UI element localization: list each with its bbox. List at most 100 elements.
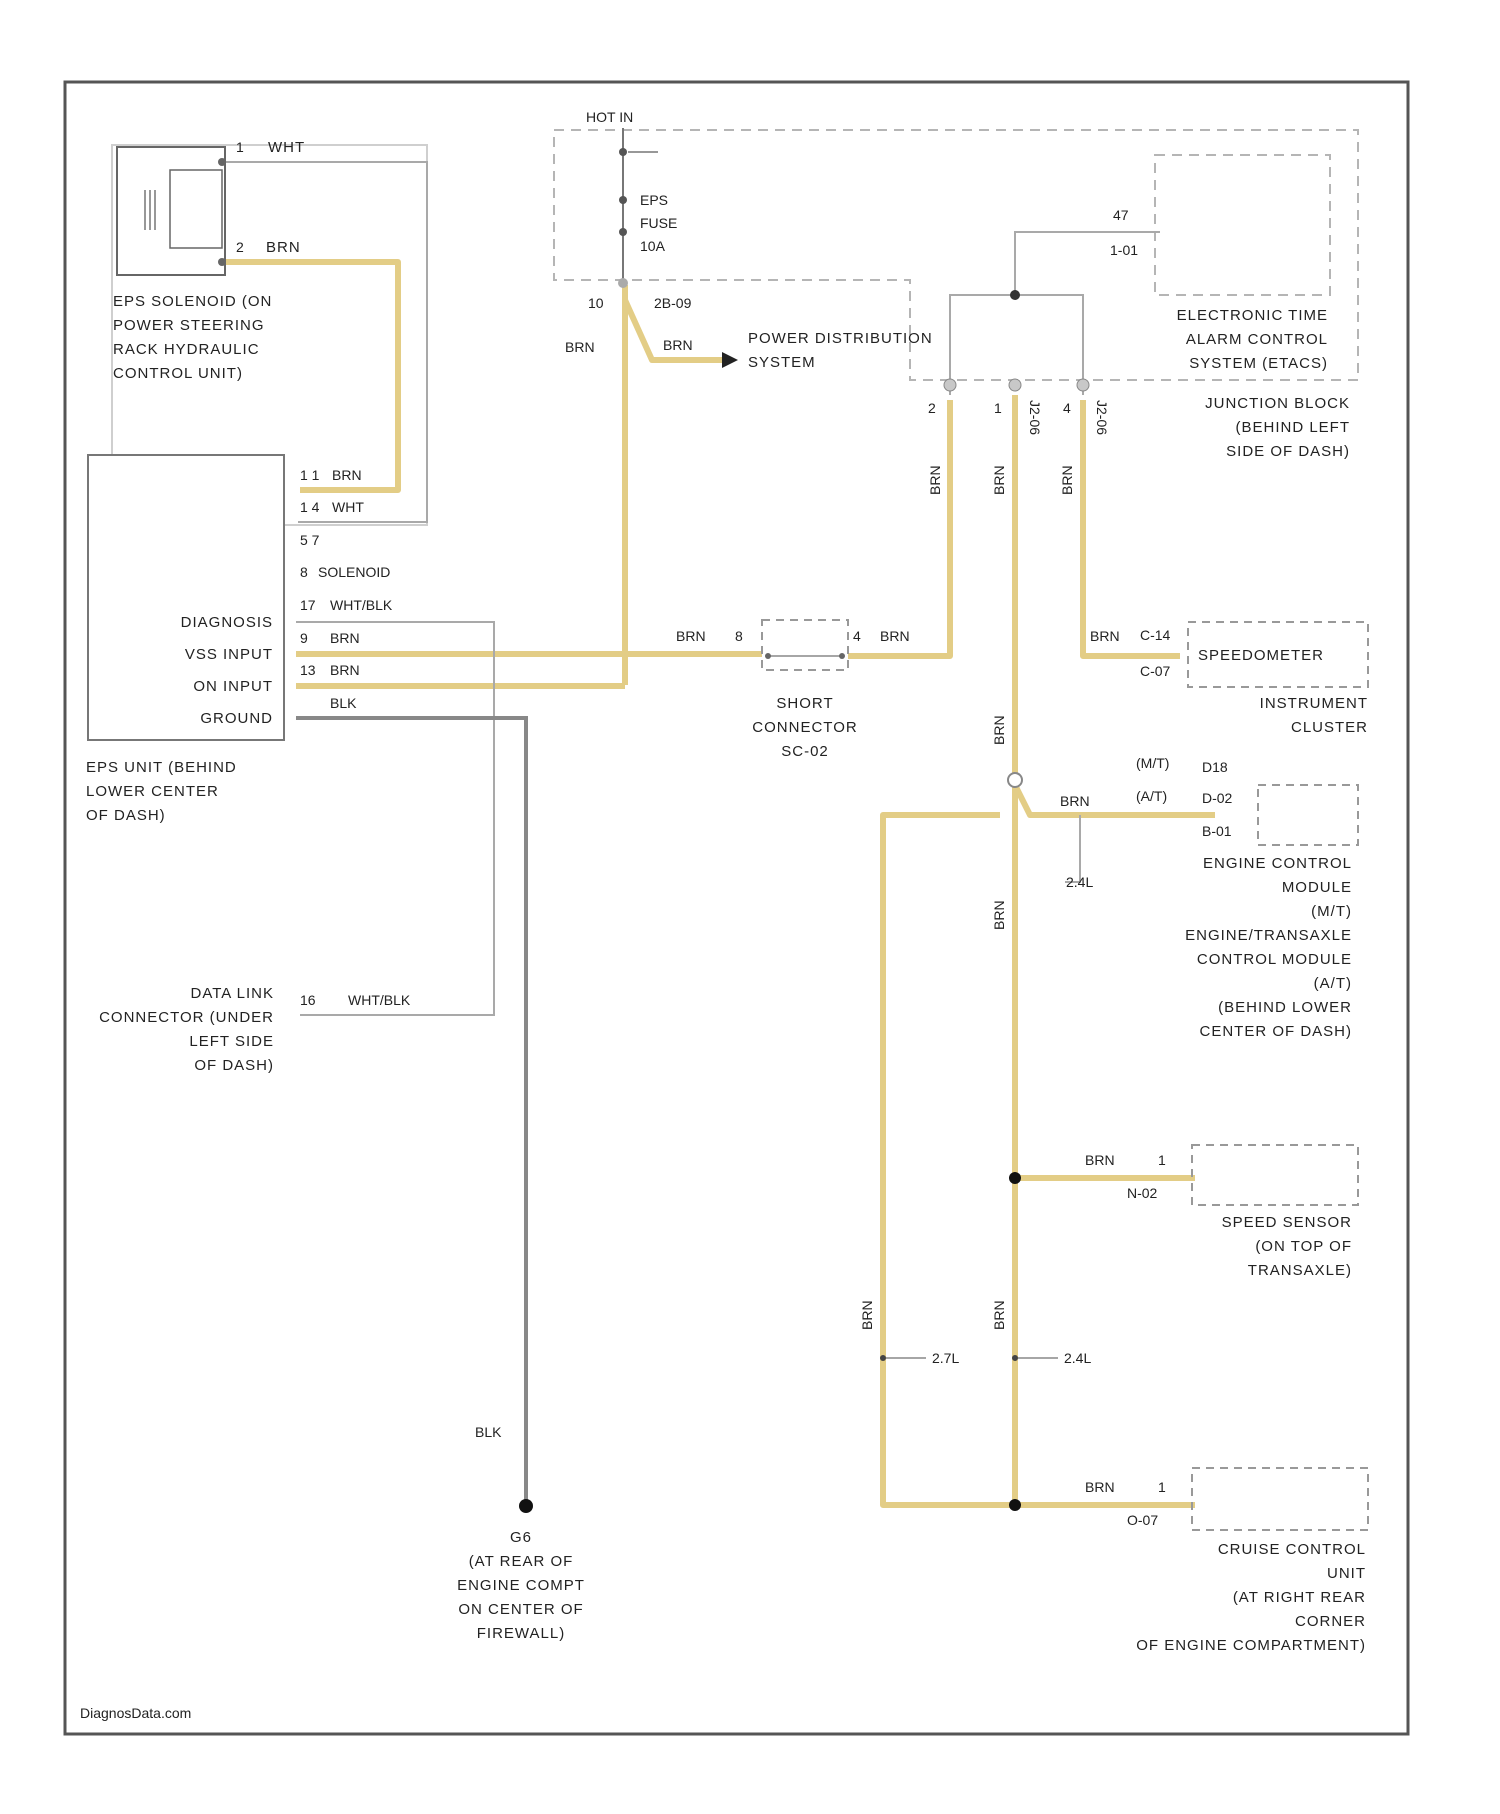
trunk-wire-lower: BRN [991,900,1007,930]
splice-right-label: 2.4L [1064,1350,1091,1366]
svg-text:16: 16 [300,992,316,1008]
etacs-label: ELECTRONIC TIME ALARM CONTROL SYSTEM (ET… [1177,307,1328,372]
svg-text:OF DASH): OF DASH) [194,1057,274,1074]
svg-text:SHORT: SHORT [776,695,833,712]
svg-text:1 4: 1 4 [300,499,320,515]
ecm-branch: 2.4L [1066,874,1093,890]
svg-text:SOLENOID: SOLENOID [318,564,390,580]
cruise-pin: 1 [1158,1479,1166,1495]
splice-left-label: 2.7L [932,1350,959,1366]
etacs-pin: 47 [1113,207,1129,223]
ground-wire-label: BLK [475,1424,502,1440]
jb-wire-2: BRN [927,465,943,495]
svg-text:17: 17 [300,597,316,613]
sc-wire-left: BRN [676,628,706,644]
speedometer-conn: C-07 [1140,663,1171,679]
svg-text:JUNCTION BLOCK: JUNCTION BLOCK [1205,395,1350,412]
svg-text:(BEHIND LOWER: (BEHIND LOWER [1218,999,1352,1016]
ecm-pin-mt: D18 [1202,759,1228,775]
svg-text:ENGINE/TRANSAXLE: ENGINE/TRANSAXLE [1185,927,1352,944]
footer-watermark: DiagnosData.com [80,1705,191,1721]
svg-text:(ON TOP OF: (ON TOP OF [1255,1238,1352,1255]
jb-pin-1: 1 [994,400,1002,416]
solenoid-pin2: 2 [236,239,244,255]
speedometer-label: SPEEDOMETER [1198,647,1324,664]
svg-text:TRANSAXLE): TRANSAXLE) [1248,1262,1352,1279]
speed-sensor-wire: BRN [1085,1152,1115,1168]
power-distribution-label-0: POWER DISTRIBUTION [748,330,933,347]
jb-pin-2: 2 [928,400,936,416]
ground-point [519,1499,533,1513]
svg-text:OF DASH): OF DASH) [86,807,166,824]
jb-pin-4: 4 [1063,400,1071,416]
fuse-type: FUSE [640,215,677,231]
jb-wire-1: BRN [991,465,1007,495]
svg-text:CONTROL MODULE: CONTROL MODULE [1197,951,1352,968]
svg-text:RACK HYDRAULIC: RACK HYDRAULIC [113,341,260,358]
svg-text:ENGINE CONTROL: ENGINE CONTROL [1203,855,1352,872]
svg-text:ELECTRONIC TIME: ELECTRONIC TIME [1177,307,1328,324]
ecm-pin-at: D-02 [1202,790,1233,806]
svg-text:8: 8 [300,564,308,580]
fuse-name: EPS [640,192,668,208]
svg-text:(BEHIND LEFT: (BEHIND LEFT [1235,419,1350,436]
speed-sensor-conn: N-02 [1127,1185,1158,1201]
svg-text:BRN: BRN [330,662,360,678]
fuse-out-wire: BRN [565,339,595,355]
trunk-wire-upper: BRN [991,715,1007,745]
svg-text:CLUSTER: CLUSTER [1291,719,1368,736]
svg-text:SYSTEM (ETACS): SYSTEM (ETACS) [1189,355,1328,372]
eps-solenoid [117,147,226,275]
eps-unit [88,455,284,740]
ecm-tag-mt: (M/T) [1136,755,1169,771]
ecm-tag-at: (A/T) [1136,788,1167,804]
svg-text:POWER STEERING: POWER STEERING [113,317,265,334]
svg-text:EPS UNIT (BEHIND: EPS UNIT (BEHIND [86,759,237,776]
hot-label: HOT IN [586,109,633,125]
svg-text:CONNECTOR: CONNECTOR [752,719,857,736]
svg-text:ON CENTER OF: ON CENTER OF [458,1601,583,1618]
sc-pin-right: 4 [853,628,861,644]
left-branch-wire: BRN [859,1300,875,1330]
svg-text:DATA LINK: DATA LINK [191,985,274,1002]
svg-text:BRN: BRN [330,630,360,646]
svg-text:CONTROL UNIT): CONTROL UNIT) [113,365,243,382]
svg-text:(A/T): (A/T) [1314,975,1352,992]
svg-text:INSTRUMENT: INSTRUMENT [1260,695,1368,712]
cruise-wire: BRN [1085,1479,1115,1495]
svg-text:SC-02: SC-02 [781,743,829,760]
svg-text:(M/T): (M/T) [1311,903,1352,920]
svg-text:(AT RIGHT REAR: (AT RIGHT REAR [1233,1589,1366,1606]
svg-text:ENGINE COMPT: ENGINE COMPT [457,1577,585,1594]
fuse-pin-left: 10 [588,295,604,311]
svg-text:CRUISE CONTROL: CRUISE CONTROL [1218,1541,1366,1558]
svg-text:LOWER CENTER: LOWER CENTER [86,783,219,800]
svg-text:G6: G6 [510,1529,532,1546]
ecm-wire: BRN [1060,793,1090,809]
svg-text:DIAGNOSIS: DIAGNOSIS [181,614,273,631]
fuse-pin-right: 2B-09 [654,295,692,311]
power-distribution-wire: BRN [663,337,693,353]
etacs-conn: 1-01 [1110,242,1138,258]
svg-text:FIREWALL): FIREWALL) [477,1625,565,1642]
sc-pin-left: 8 [735,628,743,644]
svg-text:CONNECTOR (UNDER: CONNECTOR (UNDER [99,1009,274,1026]
svg-text:WHT/BLK: WHT/BLK [330,597,393,613]
svg-text:CENTER OF DASH): CENTER OF DASH) [1199,1023,1352,1040]
speed-sensor-splice [1009,1172,1021,1184]
svg-text:9: 9 [300,630,308,646]
right-branch-wire: BRN [991,1300,1007,1330]
svg-text:BRN: BRN [332,467,362,483]
svg-text:ON INPUT: ON INPUT [193,678,273,695]
power-distribution-label-1: SYSTEM [748,354,816,371]
solenoid-pin1: 1 [236,139,244,155]
jb-conn-1: J2-06 [1027,400,1043,435]
fuse-rating: 10A [640,238,666,254]
speedometer-pin: C-14 [1140,627,1171,643]
ecm-conn: B-01 [1202,823,1232,839]
jb-conn-4: J2-06 [1094,400,1110,435]
svg-text:SIDE OF DASH): SIDE OF DASH) [1226,443,1350,460]
svg-text:OF ENGINE COMPARTMENT): OF ENGINE COMPARTMENT) [1136,1637,1366,1654]
svg-text:WHT/BLK: WHT/BLK [348,992,411,1008]
